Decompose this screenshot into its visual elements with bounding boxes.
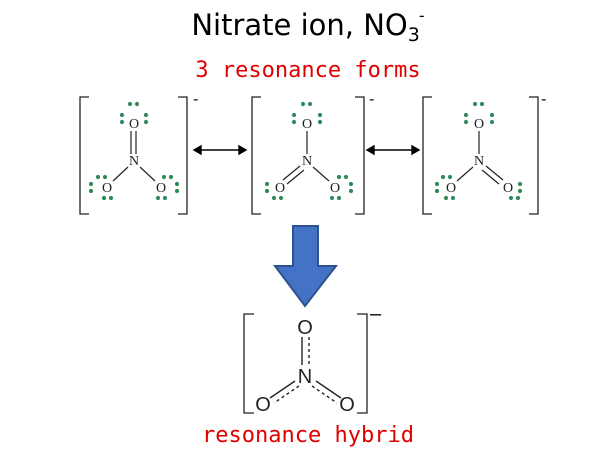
resonance-form-3: O N O O <box>434 101 523 201</box>
oxygen-left: O <box>275 181 285 196</box>
oxygen-left: O <box>255 394 271 416</box>
charge-form-3: - <box>541 91 546 108</box>
oxygen-left: O <box>446 181 456 196</box>
nitrogen: N <box>129 154 139 169</box>
hybrid-label: resonance hybrid <box>202 423 414 448</box>
oxygen-right: O <box>330 181 340 196</box>
bracket-right-2 <box>355 96 365 215</box>
nitrogen: N <box>474 154 484 169</box>
resonance-form-1: O N O O <box>88 101 180 201</box>
nitrogen: N <box>302 154 312 169</box>
charge-form-2: - <box>369 91 374 108</box>
oxygen-right: O <box>339 394 355 416</box>
bracket-left-2 <box>251 96 261 215</box>
lone-pairs <box>88 101 180 201</box>
bracket-right-3 <box>529 96 539 215</box>
resonance-form-2: O N O O <box>264 101 354 201</box>
arrow-head-2a <box>365 144 375 156</box>
oxygen-left: O <box>102 181 112 196</box>
resonance-hybrid-structure: O N O O <box>255 317 355 416</box>
arrow-head-1a <box>192 144 202 156</box>
lone-pairs <box>264 101 354 201</box>
arrow-head-2b <box>411 144 421 156</box>
bracket-right-hybrid <box>357 313 368 414</box>
bracket-left-3 <box>422 96 432 215</box>
title-subscript: 3 <box>407 24 420 46</box>
charge-form-1: - <box>193 91 198 108</box>
nitrogen: N <box>298 366 312 388</box>
oxygen-right: O <box>503 181 513 196</box>
down-arrow-icon <box>273 225 339 308</box>
bracket-right-1 <box>178 96 188 215</box>
diagram-title: Nitrate ion, NO3- <box>0 6 616 46</box>
lone-pairs <box>434 101 523 201</box>
arrow-head-1b <box>238 144 248 156</box>
oxygen-top: O <box>474 117 484 132</box>
oxygen-top: O <box>297 317 313 339</box>
subtitle: 3 resonance forms <box>195 58 421 83</box>
title-superscript: - <box>418 6 425 25</box>
bracket-left-hybrid <box>243 313 254 414</box>
oxygen-top: O <box>302 117 312 132</box>
title-text: Nitrate ion, NO <box>191 8 408 42</box>
charge-hybrid: – <box>370 303 382 325</box>
bracket-left-1 <box>79 96 89 215</box>
oxygen-right: O <box>156 181 166 196</box>
oxygen-top: O <box>129 117 139 132</box>
